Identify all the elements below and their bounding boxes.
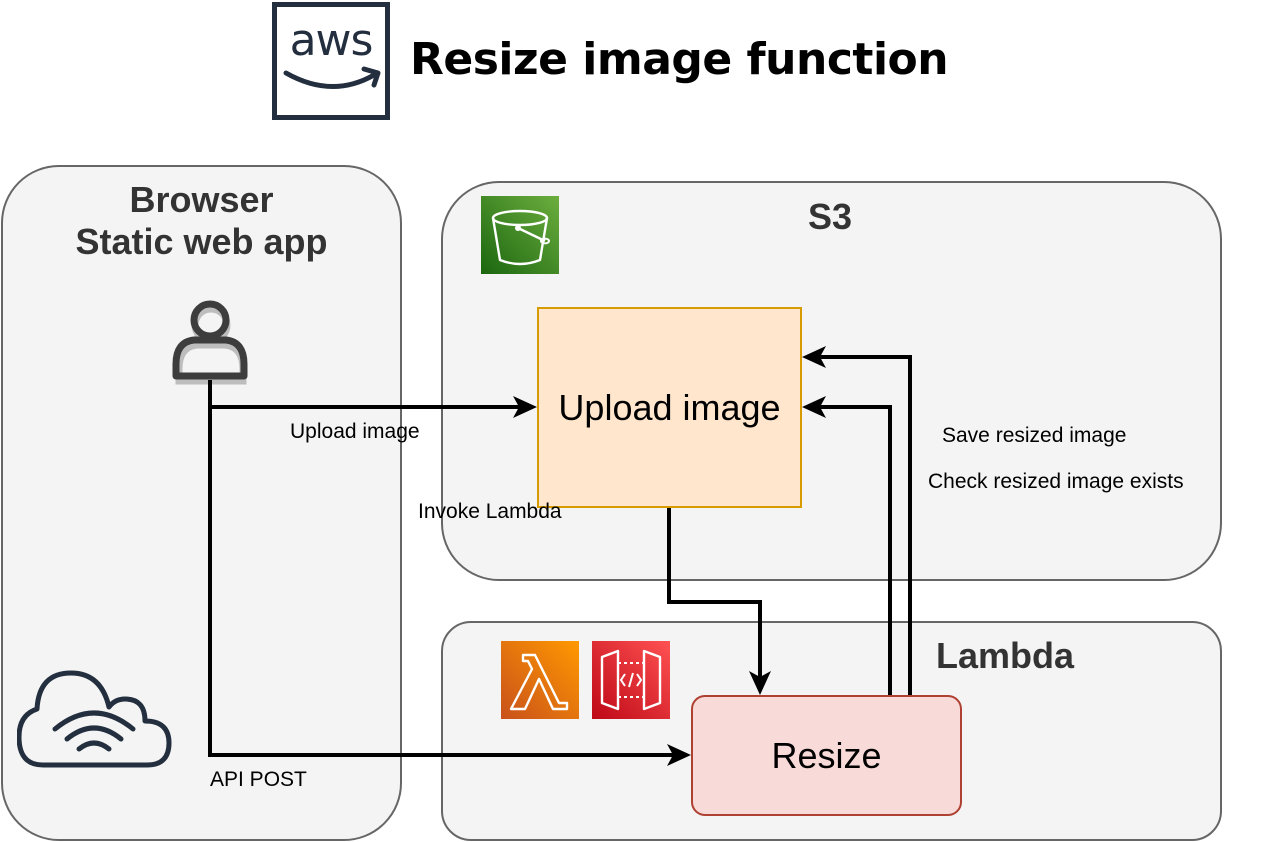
upload-image-node-label: Upload image (558, 386, 781, 428)
user-icon (166, 298, 262, 394)
upload-image-node: Upload image (537, 307, 802, 508)
edge-check-exists (805, 402, 892, 695)
edge-label-check-exists: Check resized image exists (928, 470, 1184, 493)
browser-title-line2: Static web app (75, 221, 328, 262)
edge-invoke-lambda (667, 508, 765, 692)
edge-label-save-resized: Save resized image (942, 424, 1127, 447)
s3-bucket-icon (481, 196, 559, 274)
s3-panel-title: S3 (807, 196, 853, 237)
edge-save-resized (805, 352, 912, 695)
resize-node-label: Resize (771, 734, 882, 776)
aws-smile-icon (283, 66, 381, 89)
browser-panel (1, 165, 402, 841)
aws-logo-icon: aws (272, 2, 390, 120)
page-title: Resize image function (410, 34, 949, 85)
edge-label-upload-image: Upload image (290, 420, 420, 443)
lambda-panel-title: Lambda (935, 635, 1075, 676)
edge-label-invoke-lambda: Invoke Lambda (418, 500, 562, 523)
resize-node: Resize (691, 695, 962, 816)
lambda-icon (501, 641, 579, 719)
edge-upload-image (208, 380, 534, 412)
api-gateway-icon (592, 641, 670, 719)
browser-panel-title: Browser Static web app (1, 179, 402, 263)
edge-api-post (208, 380, 688, 760)
browser-title-line1: Browser (129, 179, 274, 220)
edge-label-api-post: API POST (210, 768, 307, 791)
cloud-wifi-icon (17, 669, 173, 769)
aws-logo-text: aws (289, 15, 374, 66)
